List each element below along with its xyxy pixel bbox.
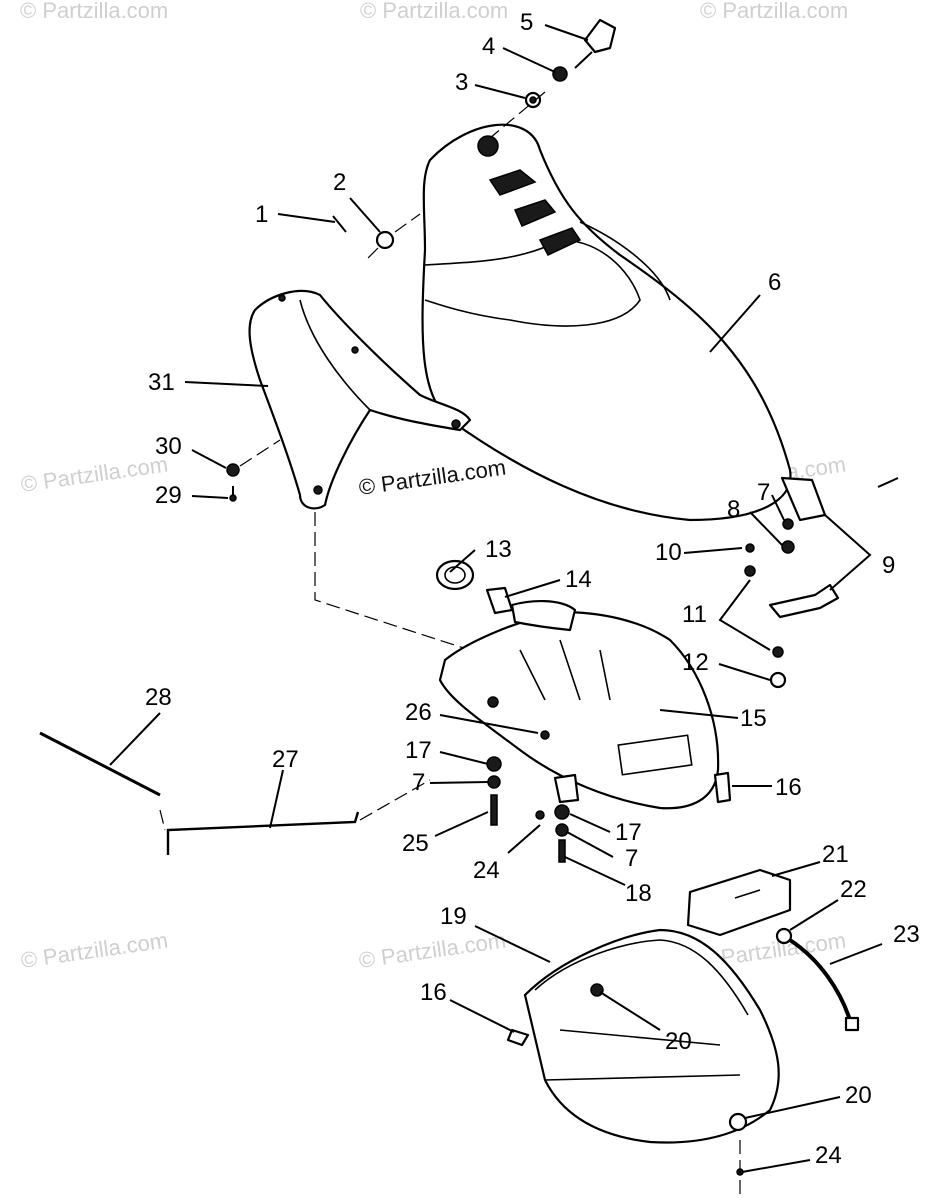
pad-hose — [686, 868, 860, 1032]
callout-26: 26 — [405, 699, 432, 726]
callout-20-a: 20 — [665, 1028, 692, 1055]
watermark-top-right: © Partzilla.com — [700, 0, 848, 23]
knob-stack — [489, 18, 617, 139]
watermark-mid-left: © Partzilla.com — [19, 452, 169, 497]
screw-nut-29-30 — [226, 439, 281, 502]
callout-17-b: 17 — [615, 819, 642, 846]
callout-5: 5 — [520, 9, 533, 36]
callout-16-b: 16 — [420, 979, 447, 1006]
callout-2: 2 — [333, 169, 346, 196]
link-line-shroud-tank — [314, 512, 471, 651]
watermark-low-mid: © Partzilla.com — [357, 928, 507, 973]
callout-7-b: 7 — [412, 769, 425, 796]
callout-24-a: 24 — [473, 857, 500, 884]
callout-numbers: 1 2 3 4 5 6 7 8 9 10 11 12 13 14 15 16 1… — [145, 9, 920, 1169]
callout-8: 8 — [727, 496, 740, 523]
callout-15: 15 — [740, 705, 767, 732]
fuel-tank-part — [438, 610, 720, 810]
watermark-top-mid: © Partzilla.com — [360, 0, 508, 23]
cap-neck — [435, 559, 577, 632]
callout-3: 3 — [455, 69, 468, 96]
shroud-part — [248, 290, 472, 510]
callout-24-b: 24 — [815, 1142, 842, 1169]
callout-20-b: 20 — [845, 1082, 872, 1109]
callout-21: 21 — [822, 841, 849, 868]
screw-24-bottom — [736, 1140, 744, 1195]
callout-27: 27 — [272, 746, 299, 773]
callout-6: 6 — [768, 269, 781, 296]
tank-fasteners — [486, 730, 580, 863]
callout-12: 12 — [682, 649, 709, 676]
callout-29: 29 — [155, 482, 182, 509]
storage-tray-part — [523, 928, 780, 1144]
callout-9: 9 — [882, 552, 895, 579]
watermark-main: © Partzilla.com — [357, 455, 507, 500]
callout-1: 1 — [255, 201, 268, 228]
callout-14: 14 — [565, 566, 592, 593]
callout-18: 18 — [625, 880, 652, 907]
callout-22: 22 — [840, 876, 867, 903]
callout-16-a: 16 — [775, 774, 802, 801]
watermark-top-left: © Partzilla.com — [20, 0, 168, 23]
latch-assembly — [718, 476, 899, 689]
callout-23: 23 — [893, 921, 920, 948]
callout-19: 19 — [440, 903, 467, 930]
bumpers — [506, 771, 732, 1047]
callout-31: 31 — [148, 369, 175, 396]
pin-grommet — [332, 213, 421, 263]
callout-11: 11 — [682, 601, 707, 628]
rod-strap — [39, 731, 431, 855]
callout-13: 13 — [485, 536, 512, 563]
callout-4: 4 — [482, 33, 495, 60]
callout-25: 25 — [402, 830, 429, 857]
callout-7-c: 7 — [625, 845, 638, 872]
callout-28: 28 — [145, 684, 172, 711]
leader-lines — [109, 24, 883, 1173]
callout-10: 10 — [655, 539, 682, 566]
callout-7-a: 7 — [757, 479, 770, 506]
watermark-low-left: © Partzilla.com — [19, 928, 169, 973]
seat-part — [421, 123, 792, 522]
callout-17-a: 17 — [405, 737, 432, 764]
callout-30: 30 — [155, 433, 182, 460]
